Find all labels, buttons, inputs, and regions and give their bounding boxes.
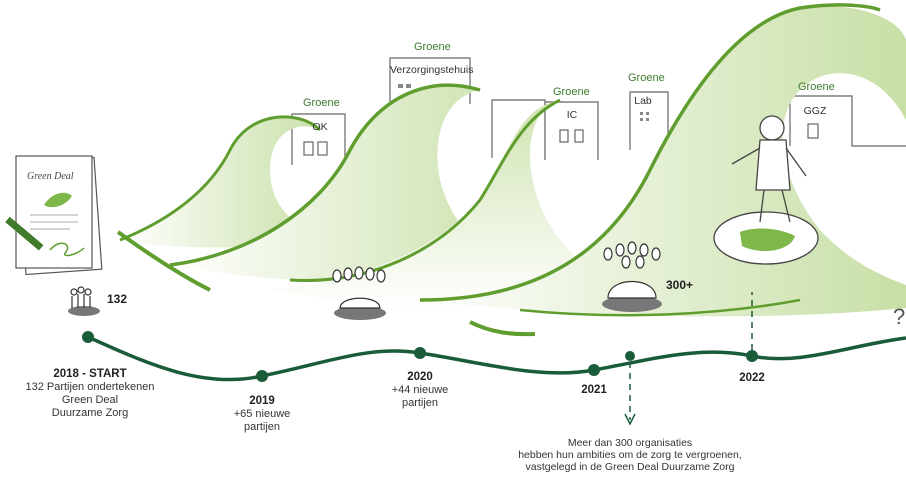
milestone-line: Green Deal — [61, 394, 119, 406]
milestone-2022: 2022 — [722, 372, 782, 385]
milestone-year: 2021 — [581, 384, 607, 396]
group-count-300: 300+ — [666, 278, 694, 292]
milestone-dot-2021 — [588, 364, 600, 376]
milestone-dot-2019 — [256, 370, 268, 382]
building-tag-ggz: Groene — [798, 81, 835, 93]
building-name-lab: Lab — [634, 95, 652, 107]
milestone-year: 2020 — [407, 371, 433, 383]
people-group-mid — [332, 266, 386, 320]
surfer-figure — [713, 115, 819, 265]
building-tag-verzorgingstehuis: Groene — [414, 41, 451, 53]
building-name-verzorgingstehuis: Verzorgingstehuis — [390, 64, 474, 76]
group-count-132: 132 — [107, 292, 128, 306]
milestone-year: 2022 — [739, 372, 765, 384]
people-group-300 — [602, 241, 662, 312]
milestone-year: 2019 — [249, 395, 275, 407]
milestone-dot-2018 — [82, 331, 94, 343]
milestone-dot-2020 — [414, 347, 426, 359]
people-group-132 — [68, 286, 100, 316]
milestone-dot-300 — [625, 351, 635, 361]
building-name-ggz: GGZ — [803, 105, 827, 117]
building-tag-ok: Groene — [303, 97, 340, 109]
building-name-ok: OK — [312, 121, 328, 133]
callout-line: hebben hun ambities om de zorg te vergro… — [518, 449, 742, 461]
future-question-mark: ? — [893, 304, 906, 329]
milestone-line: +44 nieuwe — [391, 384, 449, 396]
milestone-line: 132 Partijen ondertekenen — [25, 381, 155, 393]
milestone-2020: 2020 +44 nieuwe partijen — [370, 371, 470, 410]
building-lab — [629, 91, 669, 150]
callout-line: Meer dan 300 organisaties — [567, 437, 693, 449]
milestone-2018: 2018 - START 132 Partijen ondertekenen G… — [10, 368, 170, 420]
document-title: Green Deal — [27, 171, 74, 182]
building-ggz — [789, 95, 906, 147]
callout-300-organisaties: Meer dan 300 organisaties hebben hun amb… — [490, 437, 770, 473]
timeline-path — [87, 335, 906, 382]
building-tag-ic: Groene — [553, 86, 590, 98]
building-name-ic: IC — [566, 109, 578, 121]
building-tag-lab: Groene — [628, 72, 665, 84]
arrow-down-icon — [624, 413, 636, 426]
milestone-year: 2018 - START — [53, 368, 127, 380]
milestone-line: partijen — [401, 397, 439, 409]
milestone-2019: 2019 +65 nieuwe partijen — [212, 395, 312, 434]
milestone-line: partijen — [243, 421, 281, 433]
green-deal-document — [5, 155, 103, 276]
milestone-dot-2022 — [746, 350, 758, 362]
milestone-line: Duurzame Zorg — [51, 407, 129, 419]
building-ok — [291, 113, 346, 165]
milestone-2021: 2021 — [564, 384, 624, 397]
callout-line: vastgelegd in de Green Deal Duurzame Zor… — [525, 461, 735, 473]
building-ic — [491, 99, 599, 160]
milestone-line: +65 nieuwe — [233, 408, 291, 420]
